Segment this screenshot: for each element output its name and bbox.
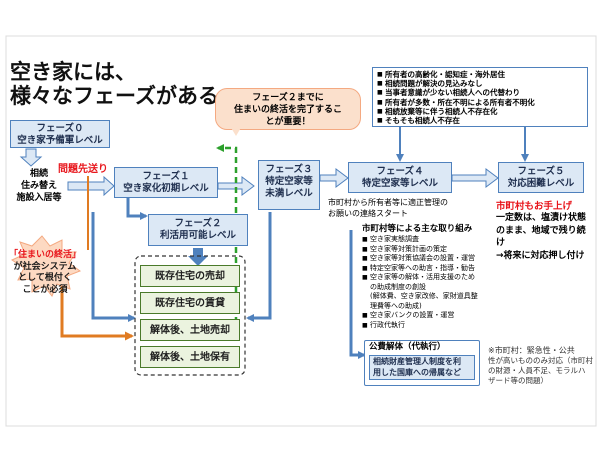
option-sell-house: 既存住宅の売却 xyxy=(140,265,240,287)
measure-item: 空き家実態調査 xyxy=(362,235,492,245)
request-line1: 市町村から所有者等に適正管理の xyxy=(328,198,448,207)
callout-line1: フェーズ２までに xyxy=(252,93,324,103)
cause-item: 当事者意識が少ない相続人への代替わり xyxy=(377,88,583,97)
phase3-box: フェーズ３ 特定空家等 未満レベル xyxy=(258,160,320,210)
measure-item-cont: (解体費、空き家改修、家財道具整 xyxy=(370,292,478,300)
footnote-line4: ザード等の問題） xyxy=(488,376,548,385)
callout-line2: 住まいの終活を完了するこ xyxy=(233,105,342,115)
left-note-line1: 相続 xyxy=(29,169,48,179)
measure-item: 空き家等の解体・活用支援のため xyxy=(362,273,492,283)
phase1-to-phase3-arrow xyxy=(217,176,255,196)
frame-outline xyxy=(5,35,597,427)
phase2-name: 利活用可能レベル xyxy=(159,230,236,241)
burst-line2: が社会システム xyxy=(13,261,77,272)
measure-item: 特定空家等への助言・指導・勧告 xyxy=(362,264,492,274)
footnote: ※市町村：緊急性・公共 性が高いもののみ対応（市町村 の財源・人員不足、モラルハ… xyxy=(488,346,594,386)
left-note-line2: 住み替え xyxy=(20,181,57,191)
measure-item-cont: 理費等への助成) xyxy=(370,301,422,310)
left-note: 相続 住み替え 施設入居等 xyxy=(8,168,70,204)
title-line1: 空き家には、 xyxy=(10,60,136,84)
phase3-name1: 特定空家等 xyxy=(265,176,313,187)
option-rent-house: 既存住宅の賃貸 xyxy=(140,292,240,314)
phase4-to-phase5-arrow xyxy=(451,168,499,188)
mondai-label: 問題先送り xyxy=(58,164,108,175)
phase4-box: フェーズ４ 特定空家等レベル xyxy=(348,162,452,193)
measure-item: 空き家バンクの設置・運営 xyxy=(362,311,492,321)
kaitai-inner: 相続財産管理人制度を利 用した国庫への帰属など xyxy=(369,355,475,380)
phase1-name: 空き家化初期レベル xyxy=(123,183,209,194)
measure-item: 行政代執行 xyxy=(362,321,492,331)
footnote-line2: 性が高いもののみ対応（市町村 xyxy=(488,356,593,365)
burst-shape xyxy=(10,235,82,297)
phase0-down-arrow xyxy=(19,148,43,167)
callout-line3: とが重要！ xyxy=(265,117,311,127)
title-line2: 様々なフェーズがある xyxy=(10,84,219,108)
phase3-name2: 未満レベル xyxy=(265,188,313,199)
phase3-label: フェーズ３ xyxy=(265,164,313,175)
left-note-line3: 施設入居等 xyxy=(16,193,62,203)
municipal-request: 市町村から所有者等に適正管理の お願いの連絡スタート xyxy=(328,198,478,219)
kaitai-line2: 用した国庫への帰属など xyxy=(373,367,461,377)
phase3-to-options-arrow xyxy=(246,212,272,322)
shichoson-te-label: 市町村もお手上げ xyxy=(496,201,573,212)
phase5-note: 一定数は、塩漬け状態 のまま、地域で残り続 け →将来に対応押し付け xyxy=(496,212,596,262)
options-dashed-box xyxy=(134,255,246,376)
cause-item: そもそも相続人不存在 xyxy=(377,116,583,125)
callout-tail xyxy=(230,126,242,136)
burst-line3: として根付く xyxy=(18,273,72,283)
measures-list-2: 空き家バンクの設置・運営 行政代執行 xyxy=(362,311,492,330)
cause-item: 相続問題が解決の見込みなし xyxy=(377,79,583,88)
phase0-name: 空き家予備軍レベル xyxy=(17,135,103,146)
causes-list: 所有者の高齢化・認知症・海外居住 相続問題が解決の見込みなし 当事者意識が少ない… xyxy=(377,70,583,125)
phase5-note-line1: 一定数は、塩漬け状態 xyxy=(496,213,587,223)
request-line2: お願いの連絡スタート xyxy=(328,208,408,218)
footnote-line1: ※市町村：緊急性・公共 xyxy=(488,346,575,355)
phase5-name: 対応困難レベル xyxy=(507,178,575,189)
phase4-name: 特定空家等レベル xyxy=(361,178,438,189)
top-callout: フェーズ２までに 住まいの終活を完了するこ とが重要！ xyxy=(215,88,361,130)
measure-item: 空き家等対策計画の策定 xyxy=(362,245,492,255)
phase5-note-line2: のまま、地域で残り続 xyxy=(496,225,586,236)
footnote-line3: の財源・人員不足、モラルハ xyxy=(488,366,586,375)
measures-title: 市町村等による主な取り組み xyxy=(362,224,473,234)
option-demolish-hold: 解体後、土地保有 xyxy=(140,346,240,368)
phase1-box: フェーズ１ 空き家化初期レベル xyxy=(114,167,218,198)
cause-item: 所有者が多数・所在不明による所有者不明化 xyxy=(377,98,583,107)
phase1-to-options-arrow xyxy=(91,212,136,322)
phase1-label: フェーズ１ xyxy=(142,171,190,182)
measure-item: 空き家等対策協議会の設置・運営 xyxy=(362,254,492,264)
phase4-to-kaitai-arrow xyxy=(349,230,366,359)
phase2-label: フェーズ２ xyxy=(174,218,222,229)
phase5-note-line3: け xyxy=(496,238,506,248)
phase5-note-line4: →将来に対応押し付け xyxy=(496,250,585,261)
option-demolish-sell: 解体後、土地売却 xyxy=(140,319,240,341)
phase1-to-phase2-arrow xyxy=(126,198,148,220)
cause-item: 所有者の高齢化・認知症・海外居住 xyxy=(377,70,583,79)
phase4-label: フェーズ４ xyxy=(376,166,424,177)
causes-box: 所有者の高齢化・認知症・海外居住 相続問題が解決の見込みなし 当事者意識が少ない… xyxy=(372,67,588,127)
note-to-phase1-arrow xyxy=(67,175,115,197)
phase0-label: フェーズ０ xyxy=(36,123,84,134)
burst-line4: ことが必須 xyxy=(22,284,68,295)
measures-block: 市町村等による主な取り組み 空き家実態調査 空き家等対策計画の策定 空き家等対策… xyxy=(362,224,492,330)
phase2-box: フェーズ２ 利活用可能レベル xyxy=(148,214,248,246)
kaitai-title: 公費解体（代執行） xyxy=(369,342,446,352)
cause-item: 相続放棄等に伴う相続人不存在化 xyxy=(377,107,583,116)
kaitai-line1: 相続財産管理人制度を利 xyxy=(373,357,461,366)
phase5-label: フェーズ５ xyxy=(517,166,565,177)
burst-line1: 「住まいの終活」 xyxy=(8,250,81,260)
phase5-box: フェーズ５ 対応困難レベル xyxy=(498,162,584,193)
phase2-down-arrow xyxy=(188,248,208,266)
measures-list: 空き家実態調査 空き家等対策計画の策定 空き家等対策協議会の設置・運営 特定空家… xyxy=(362,235,492,283)
burst-orange-arrow xyxy=(60,276,134,341)
measure-item-cont: の助成制度の創設 xyxy=(370,282,426,291)
burst-text: 「住まいの終活」 が社会システム として根付く ことが必須 xyxy=(4,250,86,296)
page-title: 空き家には、 様々なフェーズがある xyxy=(10,60,219,108)
phase3-to-phase4-arrow xyxy=(319,168,349,188)
phase0-box: フェーズ０ 空き家予備軍レベル xyxy=(10,120,110,148)
kaitai-box: 公費解体（代執行） 相続財産管理人制度を利 用した国庫への帰属など xyxy=(364,340,480,386)
